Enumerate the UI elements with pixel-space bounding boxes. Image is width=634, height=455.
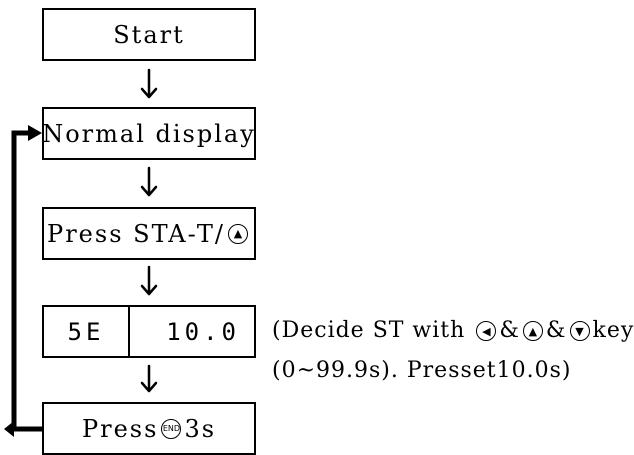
normal-display-box: Normal display: [42, 107, 256, 160]
down-triangle-button-icon: ▼: [569, 321, 590, 341]
start-box: Start: [42, 8, 256, 61]
display-value: 10.0: [166, 317, 240, 346]
note-prefix: (Decide ST with: [272, 318, 474, 343]
feedback-loop-arrow: [4, 125, 42, 437]
press-sta-label: Press STA-T/: [47, 219, 225, 248]
up-triangle-button-icon: ▲: [227, 223, 248, 244]
press-sta-box: Press STA-T/ ▲: [42, 207, 256, 260]
note-separator-1: &: [499, 318, 520, 343]
up-triangle-button-icon: ▲: [522, 321, 543, 341]
note-key-label: key: [592, 318, 634, 343]
start-label: Start: [113, 20, 185, 49]
note-separator-2: &: [545, 318, 567, 343]
press-end-box: Press END 3s: [42, 402, 256, 455]
arrow-down-2: [140, 166, 158, 197]
note-line-1: (Decide ST with ◀&▲&▼key: [272, 318, 634, 343]
arrow-down-1: [140, 68, 158, 99]
note-line-2: (0~99.9s). Presset10.0s): [272, 358, 572, 383]
display-mode-value: 5E: [67, 317, 105, 346]
display-mode-cell: 5E: [44, 307, 130, 356]
normal-display-label: Normal display: [42, 119, 256, 148]
segment-display-box: 5E 10.0: [42, 305, 256, 358]
arrow-down-3: [140, 265, 158, 296]
note-range-text: (0~99.9s). Presset10.0s): [272, 358, 572, 383]
end-button-icon: END: [161, 418, 182, 439]
display-value-cell: 10.0: [130, 307, 254, 356]
press-end-suffix: 3s: [184, 414, 217, 443]
left-triangle-button-icon: ◀: [476, 321, 497, 341]
arrow-down-4: [140, 364, 158, 393]
press-end-prefix: Press: [81, 414, 159, 443]
